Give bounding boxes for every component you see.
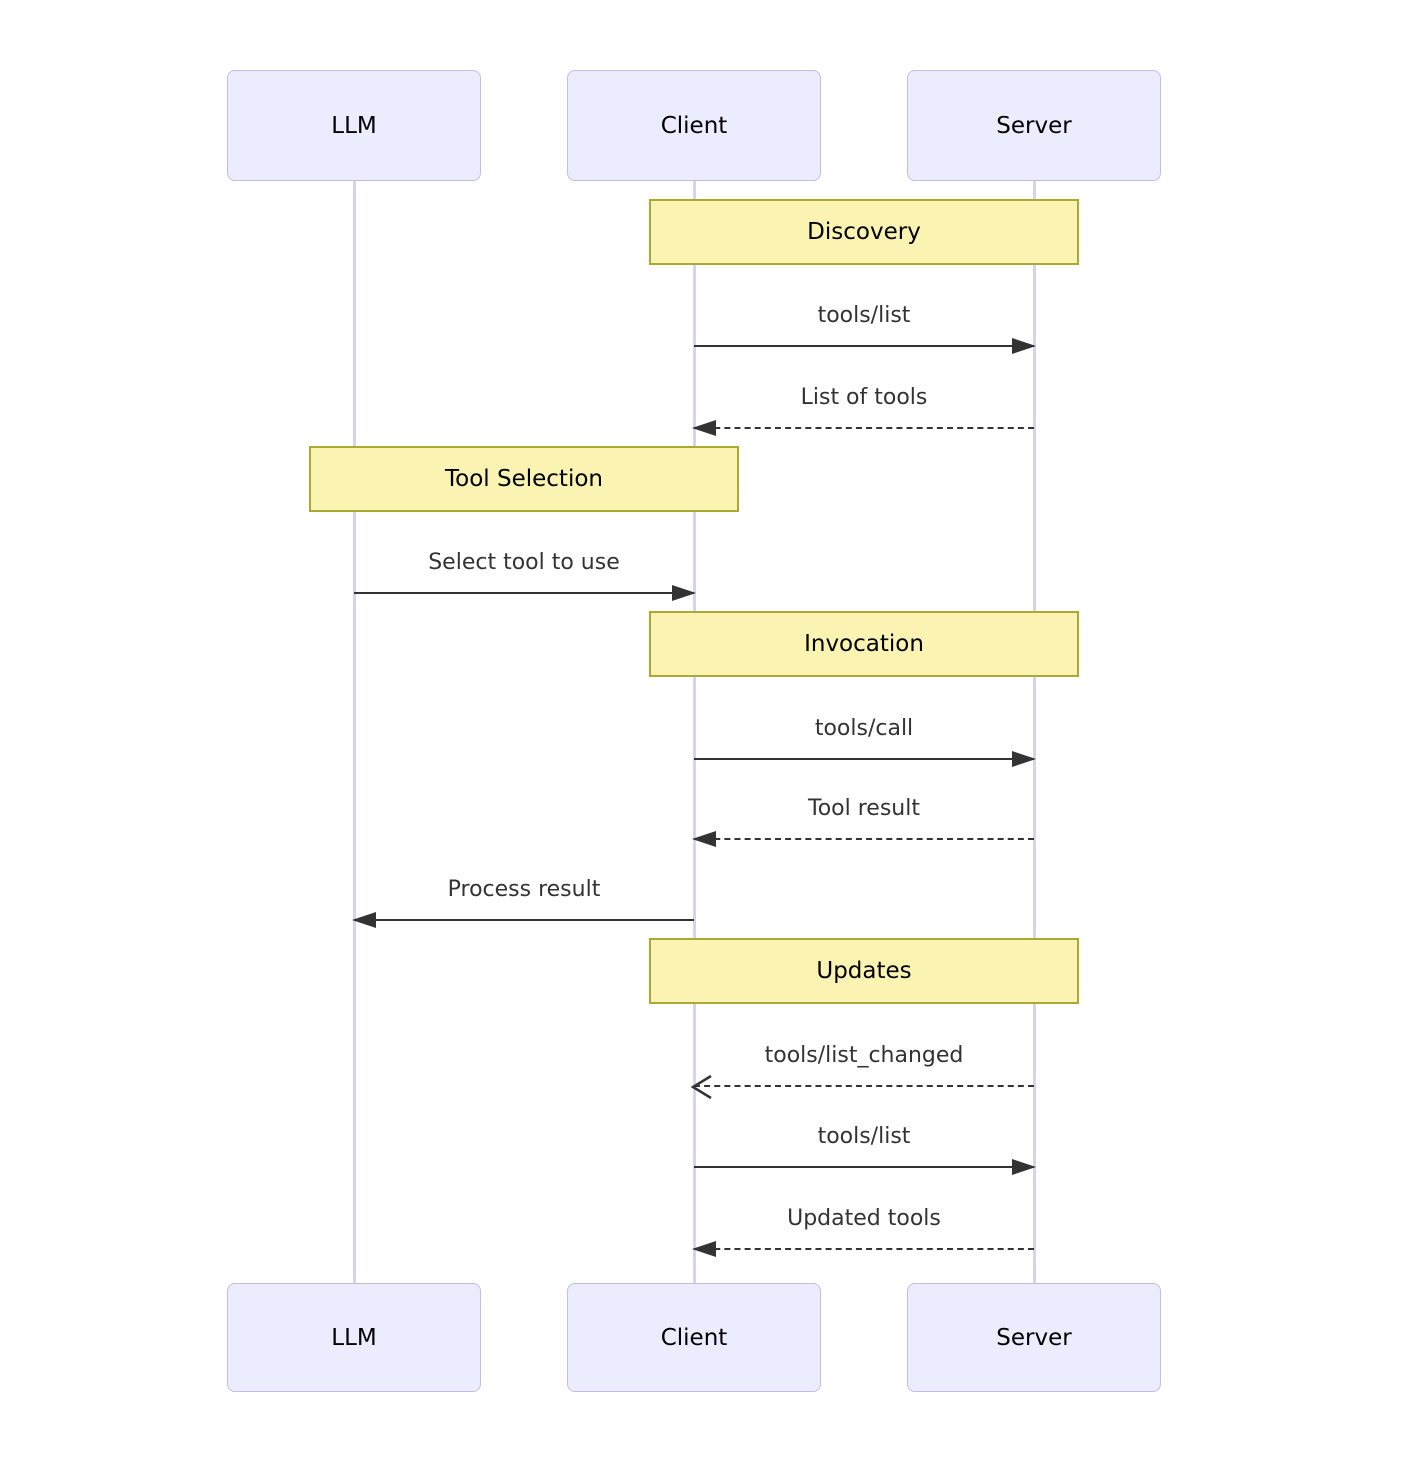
actor-server-top: Server — [907, 70, 1161, 181]
lifeline-llm — [353, 181, 356, 1283]
message-label: Process result — [447, 877, 601, 902]
actor-client-bottom: Client — [567, 1283, 821, 1392]
message-tools-list-changed: tools/list_changed — [690, 1043, 1034, 1100]
arrowhead-left-icon — [692, 1241, 716, 1257]
actor-label: Server — [996, 112, 1072, 139]
message-tools-list-1: tools/list — [694, 303, 1036, 354]
note-label: Updates — [816, 958, 912, 984]
actor-label: LLM — [331, 112, 377, 139]
message-label: List of tools — [800, 385, 928, 410]
arrow-line-dashed — [692, 831, 1034, 847]
arrowhead-left-icon — [692, 831, 716, 847]
message-updated-tools: Updated tools — [692, 1206, 1034, 1257]
arrowhead-open-left-icon — [690, 1074, 712, 1100]
message-label: tools/call — [814, 716, 914, 741]
arrow-line-solid — [694, 1159, 1036, 1175]
note-tool-selection: Tool Selection — [309, 446, 739, 512]
message-list-of-tools: List of tools — [692, 385, 1034, 436]
note-updates: Updates — [649, 938, 1079, 1004]
arrowhead-left-icon — [352, 912, 376, 928]
note-discovery: Discovery — [649, 199, 1079, 265]
message-label: tools/list — [817, 1124, 911, 1149]
arrow-line-dashed — [692, 1241, 1034, 1257]
arrow-line-solid — [694, 338, 1036, 354]
message-tools-call: tools/call — [694, 716, 1036, 767]
actor-label: Client — [660, 1324, 728, 1351]
actor-llm-bottom: LLM — [227, 1283, 481, 1392]
arrow-line-solid — [354, 585, 696, 601]
lifeline-server — [1033, 181, 1036, 1283]
arrowhead-right-icon — [1012, 338, 1036, 354]
message-tools-list-2: tools/list — [694, 1124, 1036, 1175]
actor-llm-top: LLM — [227, 70, 481, 181]
message-label: tools/list — [817, 303, 911, 328]
message-process-result: Process result — [352, 877, 694, 928]
arrow-line-solid — [694, 751, 1036, 767]
arrow-line-dashed — [690, 1074, 1034, 1100]
note-invocation: Invocation — [649, 611, 1079, 677]
message-label: tools/list_changed — [764, 1043, 964, 1068]
message-label: Select tool to use — [428, 550, 620, 575]
arrowhead-right-icon — [1012, 1159, 1036, 1175]
note-label: Discovery — [807, 219, 921, 245]
message-tool-result: Tool result — [692, 796, 1034, 847]
lifeline-client — [693, 181, 696, 1283]
arrowhead-left-icon — [692, 420, 716, 436]
actor-label: LLM — [331, 1324, 377, 1351]
arrowhead-right-icon — [1012, 751, 1036, 767]
actor-server-bottom: Server — [907, 1283, 1161, 1392]
message-select-tool: Select tool to use — [354, 550, 696, 601]
actor-label: Client — [660, 112, 728, 139]
actor-label: Server — [996, 1324, 1072, 1351]
arrow-line-dashed — [692, 420, 1034, 436]
note-label: Tool Selection — [445, 466, 603, 492]
arrow-line-solid — [352, 912, 694, 928]
actor-client-top: Client — [567, 70, 821, 181]
message-label: Tool result — [808, 796, 920, 821]
note-label: Invocation — [804, 631, 924, 657]
message-label: Updated tools — [787, 1206, 941, 1231]
arrowhead-right-icon — [672, 585, 696, 601]
